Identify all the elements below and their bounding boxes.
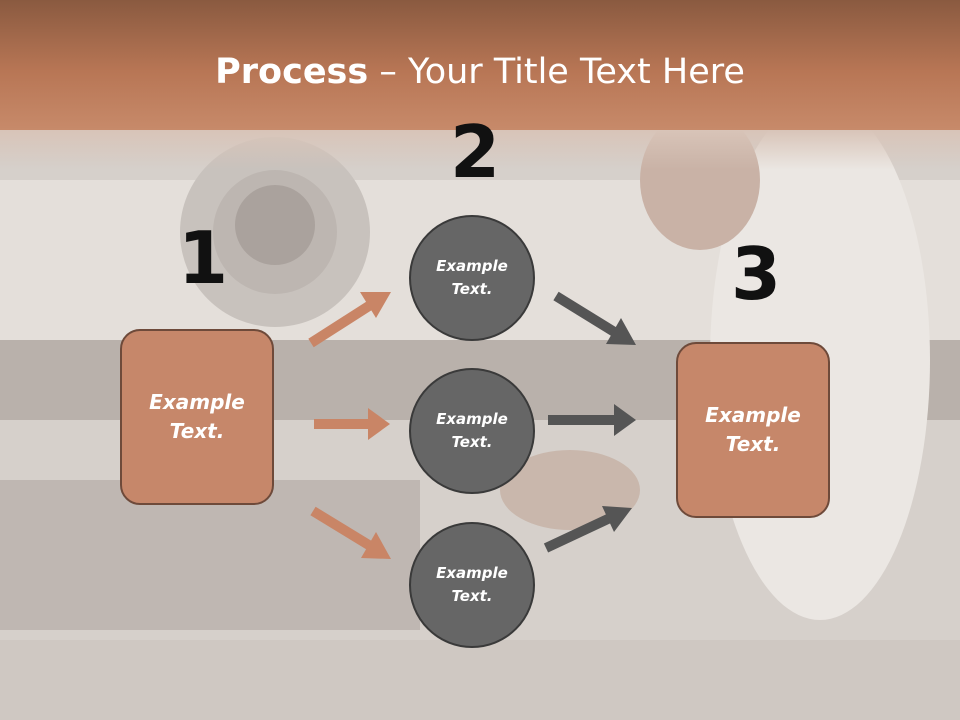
middle-circle-1: Example Text. [409,215,535,341]
arrow-down-orange [310,506,391,559]
arrow-up-gray [543,506,632,553]
step-number-1: 1 [178,216,229,300]
step-number-2: 2 [450,110,501,194]
step-number-3: 3 [731,232,782,316]
title-rest: Your Title Text Here [407,52,745,92]
middle-circle-2: Example Text. [409,368,535,494]
arrow-up-orange [308,292,391,348]
arrow-right-gray [548,404,636,436]
arrow-right-orange [314,408,390,440]
step-1-text: Example Text. [149,390,245,443]
title-dash: – [368,52,408,92]
arrow-down-gray [553,291,636,345]
step-1-box: Example Text. [120,329,274,505]
slide-title: Process – Your Title Text Here [0,52,960,92]
middle-circle-3: Example Text. [409,522,535,648]
middle-circle-3-text: Example Text. [436,564,508,605]
middle-circle-2-text: Example Text. [436,410,508,451]
title-bold: Process [215,52,369,92]
step-3-box: Example Text. [676,342,830,518]
middle-circle-1-text: Example Text. [436,257,508,298]
step-3-text: Example Text. [705,403,801,456]
